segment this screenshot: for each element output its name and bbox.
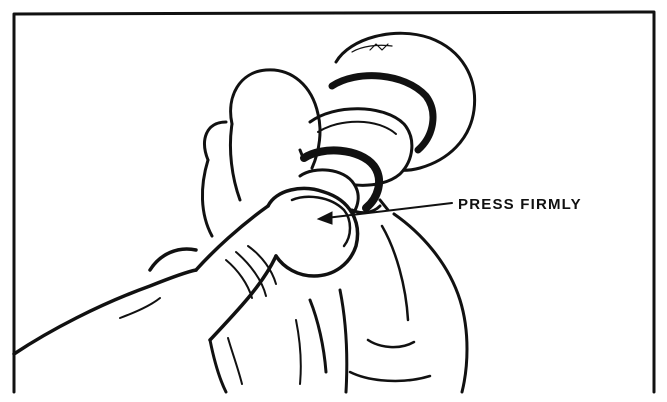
press-firmly-label: PRESS FIRMLY — [458, 196, 582, 213]
palm-wrist — [14, 249, 326, 392]
thumb — [196, 188, 358, 340]
